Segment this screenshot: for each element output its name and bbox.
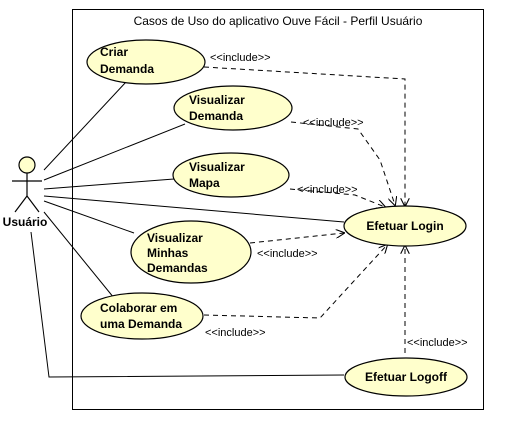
assoc-efetuar-login: [43, 195, 345, 223]
actor-left-leg: [14, 195, 28, 213]
usecase-line: Colaborar em: [100, 301, 177, 315]
usecase-line: Minhas: [147, 246, 189, 260]
assoc-colaborar: [43, 211, 115, 299]
include-dependencies: [203, 66, 405, 353]
usecase-ellipse: [344, 357, 468, 397]
usecase-ellipse: [80, 292, 204, 340]
usecase-visualizar-minhas-demandas[interactable]: Visualizar Minhas Demandas: [130, 220, 252, 284]
usecase-ellipse: [173, 85, 293, 131]
usecase-line: Demanda: [189, 109, 243, 123]
usecase-ellipse: [343, 205, 467, 247]
usecase-visualizar-mapa[interactable]: Visualizar Mapa: [172, 152, 290, 198]
actor-usuario[interactable]: Usuário: [3, 156, 48, 229]
include-colaborar-login: [203, 245, 387, 319]
include-label-visminhas: <<include>>: [257, 248, 318, 260]
usecase-ellipse: [172, 152, 290, 198]
usecase-line: Visualizar: [147, 231, 203, 245]
include-label-logoff: <<include>>: [407, 337, 468, 349]
usecase-colaborar-demanda[interactable]: Colaborar em uma Demanda: [80, 292, 204, 340]
assoc-efetuar-logoff: [30, 231, 345, 378]
actor-head: [18, 156, 36, 174]
associations: [30, 81, 345, 378]
include-label-criar: <<include>>: [210, 52, 271, 64]
usecase-line: Visualizar: [189, 160, 245, 174]
usecase-line: Visualizar: [189, 93, 245, 107]
actor-right-leg: [26, 195, 40, 213]
assoc-visualizar-mapa: [43, 178, 175, 190]
usecase-ellipse: [86, 39, 206, 85]
assoc-visualizar-demanda: [43, 123, 186, 181]
include-visdemanda-login: [290, 121, 395, 205]
usecase-efetuar-login[interactable]: Efetuar Login: [343, 205, 467, 247]
usecase-ellipse: [130, 220, 252, 284]
usecase-criar-demanda[interactable]: Criar Demanda: [86, 39, 206, 85]
system-title: Casos de Uso do aplicativo Ouve Fácil - …: [134, 14, 423, 28]
include-label-colaborar: <<include>>: [205, 327, 266, 339]
usecase-visualizar-demanda[interactable]: Visualizar Demanda: [173, 85, 293, 131]
assoc-criar-demanda: [43, 81, 127, 171]
system-boundary: [72, 9, 484, 410]
usecase-line: Criar: [100, 45, 128, 59]
include-label-vismapa: <<include>>: [297, 184, 358, 196]
usecase-line: Efetuar Login: [366, 219, 443, 233]
usecase-line: Demanda: [100, 62, 154, 76]
include-visminhas-login: [249, 233, 344, 244]
assoc-visualizar-minhas-demandas: [43, 200, 135, 234]
include-vismapa-login: [289, 188, 385, 207]
include-criar-login: [203, 66, 405, 206]
include-label-visdemanda: <<include>>: [303, 117, 364, 129]
usecase-line: Demandas: [147, 261, 208, 275]
usecase-efetuar-logoff[interactable]: Efetuar Logoff: [344, 357, 468, 397]
usecase-line: uma Demanda: [100, 317, 182, 331]
usecase-line: Efetuar Logoff: [365, 370, 448, 384]
actor-label: Usuário: [3, 215, 48, 229]
usecase-line: Mapa: [189, 176, 220, 190]
